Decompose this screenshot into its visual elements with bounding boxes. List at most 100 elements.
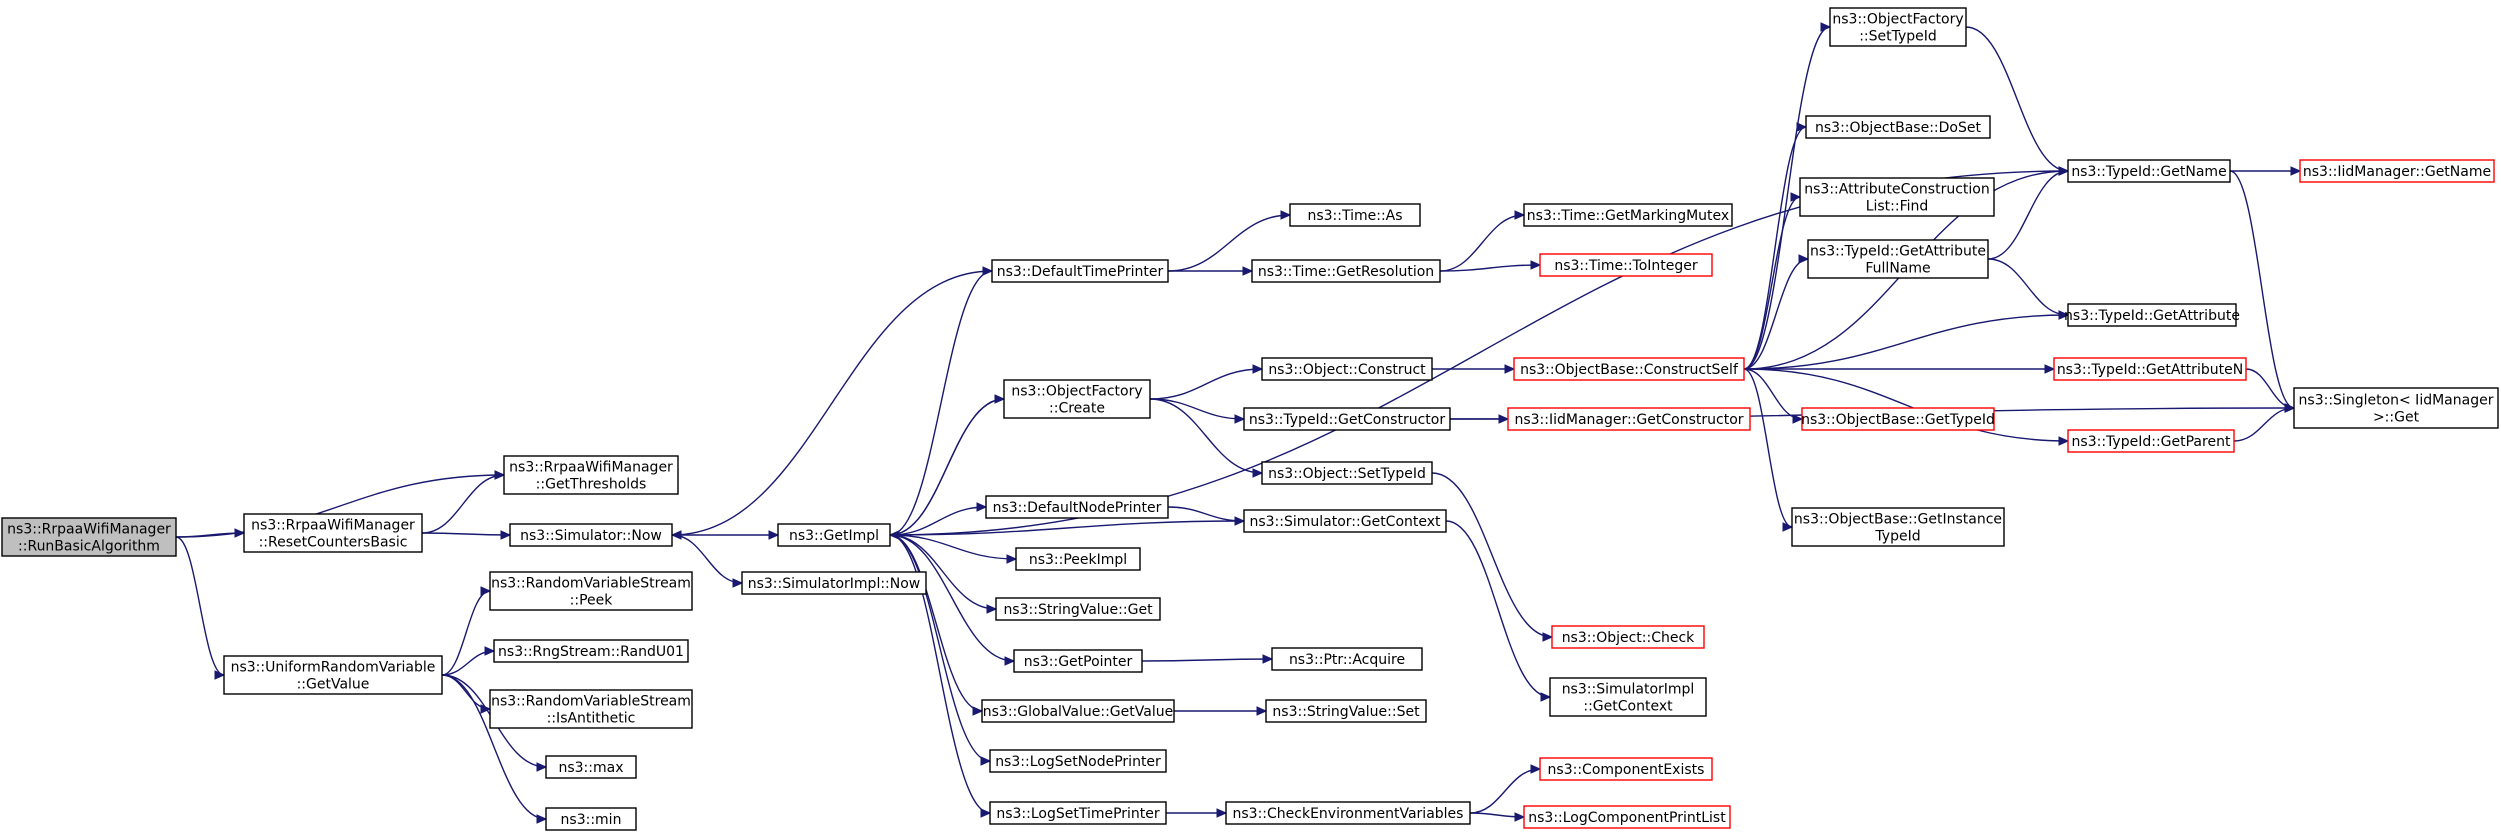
node-typeid_getconstructor[interactable]: ns3::TypeId::GetConstructor: [1243, 407, 1451, 431]
node-isantithetic[interactable]: ns3::RandomVariableStream::IsAntithetic: [489, 689, 693, 729]
node-uniform_getvalue[interactable]: ns3::UniformRandomVariable::GetValue: [223, 655, 443, 695]
node-getpointer[interactable]: ns3::GetPointer: [1013, 649, 1143, 673]
node-randu01[interactable]: ns3::RngStream::RandU01: [493, 639, 689, 663]
node-box[interactable]: [545, 807, 637, 831]
node-typeid_getparent[interactable]: ns3::TypeId::GetParent: [2067, 429, 2235, 453]
node-object_check[interactable]: ns3::Object::Check: [1551, 625, 1705, 649]
node-box[interactable]: [2293, 387, 2499, 429]
node-box[interactable]: [1829, 7, 1967, 47]
node-time_getmarkingmutex[interactable]: ns3::Time::GetMarkingMutex: [1523, 203, 1733, 227]
node-box[interactable]: [989, 749, 1167, 773]
node-typeid_getname[interactable]: ns3::TypeId::GetName: [2067, 159, 2231, 183]
node-iidmanager_getconstructor[interactable]: ns3::IidManager::GetConstructor: [1507, 407, 1751, 431]
node-objbase_doset[interactable]: ns3::ObjectBase::DoSet: [1805, 115, 1991, 139]
node-box[interactable]: [2067, 303, 2237, 327]
node-box[interactable]: [1551, 625, 1705, 649]
node-box[interactable]: [1807, 239, 1989, 279]
node-box[interactable]: [2067, 159, 2231, 183]
node-box[interactable]: [985, 495, 1169, 519]
node-get_thresholds[interactable]: ns3::RrpaaWifiManager::GetThresholds: [503, 455, 679, 495]
node-box[interactable]: [1225, 801, 1471, 825]
node-time_getresolution[interactable]: ns3::Time::GetResolution: [1251, 259, 1441, 283]
node-iidmanager_getname[interactable]: ns3::IidManager::GetName: [2299, 159, 2495, 183]
node-default_node_printer[interactable]: ns3::DefaultNodePrinter: [985, 495, 1169, 519]
node-getimpl[interactable]: ns3::GetImpl: [777, 523, 891, 547]
node-box[interactable]: [1523, 203, 1733, 227]
node-box[interactable]: [1243, 509, 1447, 533]
node-box[interactable]: [1265, 699, 1427, 723]
node-objbase_gettypeid[interactable]: ns3::ObjectBase::GetTypeId: [1801, 407, 1995, 431]
node-object_settypeid[interactable]: ns3::Object::SetTypeId: [1261, 461, 1433, 485]
node-ptr_acquire[interactable]: ns3::Ptr::Acquire: [1271, 647, 1423, 671]
node-object_construct[interactable]: ns3::Object::Construct: [1261, 357, 1433, 381]
node-box[interactable]: [503, 455, 679, 495]
node-box[interactable]: [1523, 805, 1731, 829]
node-objfactory_create[interactable]: ns3::ObjectFactory::Create: [1003, 379, 1151, 419]
node-box[interactable]: [1513, 357, 1745, 381]
node-box[interactable]: [489, 689, 693, 729]
node-box[interactable]: [1251, 259, 1441, 283]
node-box[interactable]: [1539, 757, 1713, 781]
node-box[interactable]: [777, 523, 891, 547]
node-box[interactable]: [1, 517, 177, 557]
node-box[interactable]: [1261, 357, 1433, 381]
node-max[interactable]: ns3::max: [545, 755, 637, 779]
node-box[interactable]: [741, 571, 927, 595]
node-objbase_constructself[interactable]: ns3::ObjectBase::ConstructSelf: [1513, 357, 1745, 381]
node-box[interactable]: [1003, 379, 1151, 419]
node-box[interactable]: [2299, 159, 2495, 183]
node-run_basic[interactable]: ns3::RrpaaWifiManager::RunBasicAlgorithm: [1, 517, 177, 557]
node-box[interactable]: [223, 655, 443, 695]
node-stringvalue_get[interactable]: ns3::StringValue::Get: [995, 597, 1161, 621]
node-box[interactable]: [1791, 507, 2005, 547]
node-simimpl_getcontext[interactable]: ns3::SimulatorImpl::GetContext: [1549, 677, 1707, 717]
node-check_env[interactable]: ns3::CheckEnvironmentVariables: [1225, 801, 1471, 825]
node-box[interactable]: [1799, 177, 1995, 217]
node-time_as[interactable]: ns3::Time::As: [1289, 203, 1421, 227]
node-box[interactable]: [1801, 407, 1995, 431]
node-simimpl_now[interactable]: ns3::SimulatorImpl::Now: [741, 571, 927, 595]
node-sim_getcontext[interactable]: ns3::Simulator::GetContext: [1243, 509, 1447, 533]
node-box[interactable]: [1015, 547, 1141, 571]
node-sim_now[interactable]: ns3::Simulator::Now: [509, 523, 673, 547]
node-box[interactable]: [1549, 677, 1707, 717]
node-objfactory_settypeid[interactable]: ns3::ObjectFactory::SetTypeId: [1829, 7, 1967, 47]
node-box[interactable]: [991, 259, 1169, 283]
node-box[interactable]: [243, 513, 423, 553]
node-logsetnodeprinter[interactable]: ns3::LogSetNodePrinter: [989, 749, 1167, 773]
node-box[interactable]: [545, 755, 637, 779]
node-typeid_getattribute[interactable]: ns3::TypeId::GetAttribute: [2064, 303, 2240, 327]
node-box[interactable]: [1507, 407, 1751, 431]
node-box[interactable]: [1539, 253, 1713, 277]
node-box[interactable]: [1013, 649, 1143, 673]
node-box[interactable]: [1243, 407, 1451, 431]
node-logsettimeprinter[interactable]: ns3::LogSetTimePrinter: [989, 801, 1167, 825]
node-singleton_get[interactable]: ns3::Singleton< IidManager >::Get: [2293, 387, 2499, 429]
node-min[interactable]: ns3::min: [545, 807, 637, 831]
node-reset_counters[interactable]: ns3::RrpaaWifiManager::ResetCountersBasi…: [243, 513, 423, 553]
node-box[interactable]: [989, 801, 1167, 825]
node-typeid_getattributen[interactable]: ns3::TypeId::GetAttributeN: [2053, 357, 2247, 381]
node-stringvalue_set[interactable]: ns3::StringValue::Set: [1265, 699, 1427, 723]
node-box[interactable]: [981, 699, 1175, 723]
node-box[interactable]: [2067, 429, 2235, 453]
node-box[interactable]: [493, 639, 689, 663]
node-logcomponentprintlist[interactable]: ns3::LogComponentPrintList: [1523, 805, 1731, 829]
node-box[interactable]: [1261, 461, 1433, 485]
node-box[interactable]: [509, 523, 673, 547]
node-box[interactable]: [1271, 647, 1423, 671]
node-peekimpl[interactable]: ns3::PeekImpl: [1015, 547, 1141, 571]
node-box[interactable]: [1805, 115, 1991, 139]
node-box[interactable]: [2053, 357, 2247, 381]
node-default_time_printer[interactable]: ns3::DefaultTimePrinter: [991, 259, 1169, 283]
node-component_exists[interactable]: ns3::ComponentExists: [1539, 757, 1713, 781]
node-time_tointeger[interactable]: ns3::Time::ToInteger: [1539, 253, 1713, 277]
node-box[interactable]: [489, 571, 693, 611]
node-box[interactable]: [995, 597, 1161, 621]
node-box[interactable]: [1289, 203, 1421, 227]
node-rvs_peek[interactable]: ns3::RandomVariableStream::Peek: [489, 571, 693, 611]
node-globalvalue_getvalue[interactable]: ns3::GlobalValue::GetValue: [981, 699, 1175, 723]
